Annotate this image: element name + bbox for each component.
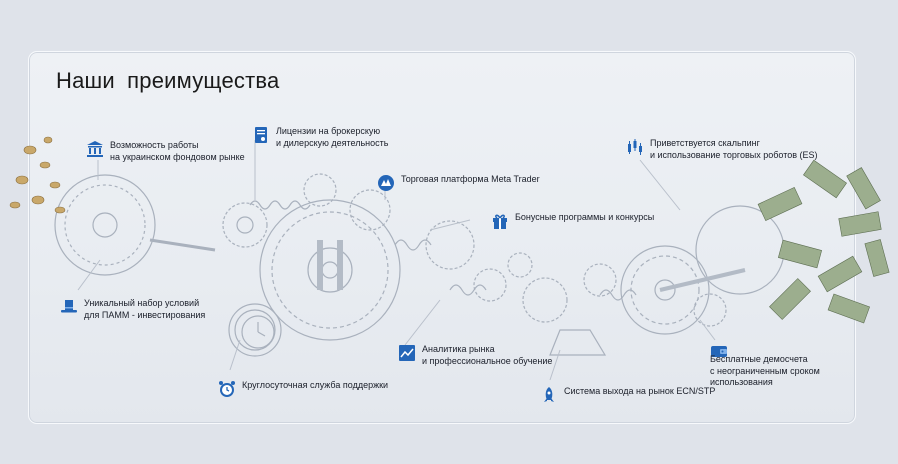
feature-ecn-stp: Система выхода на рынок ECN/STP (540, 386, 715, 404)
alarm-clock-icon (218, 380, 236, 398)
feature-meta-trader: Торговая платформа Meta Trader (377, 174, 540, 192)
feature-text: и дилерскую деятельность (276, 137, 389, 148)
feature-support-24-7: Круглосуточная служба поддержки (218, 380, 388, 398)
feature-text: Приветствуется скальпинг (650, 138, 760, 148)
page-title: Наши преимущества (56, 68, 280, 93)
gift-icon (491, 212, 509, 230)
feature-text: и профессиональное обучение (422, 355, 553, 366)
feature-text: Бесплатные демосчета (710, 354, 808, 364)
wallet-icon (710, 342, 728, 360)
feature-text: Возможность работы (110, 140, 199, 150)
license-document-icon (252, 126, 270, 144)
candlestick-chart-icon (626, 138, 644, 156)
feature-text: Аналитика рынка (422, 344, 495, 354)
rocket-icon (540, 386, 558, 404)
feature-text: Уникальный набор условий (84, 298, 200, 308)
top-hat-icon (60, 298, 78, 316)
market-analytics-icon (398, 344, 416, 362)
feature-text: с неограниченным сроком (710, 365, 820, 376)
feature-text: Круглосуточная служба поддержки (242, 380, 389, 390)
feature-text: Лицензии на брокерскую (276, 126, 381, 136)
feature-text: использования (710, 377, 773, 387)
feature-text: Система выхода на рынок ECN/STP (564, 386, 716, 396)
feature-text: и использование торговых роботов (ES) (650, 149, 818, 160)
feature-text: на украинском фондовом рынке (110, 151, 245, 162)
feature-text: для ПАММ - инвестирования (84, 309, 206, 320)
bank-icon (86, 140, 104, 158)
feature-bonus-programs: Бонусные программы и конкурсы (491, 212, 654, 230)
meta-trader-icon (377, 174, 395, 192)
feature-text: Бонусные программы и конкурсы (515, 212, 655, 222)
feature-text: Торговая платформа Meta Trader (401, 174, 540, 184)
